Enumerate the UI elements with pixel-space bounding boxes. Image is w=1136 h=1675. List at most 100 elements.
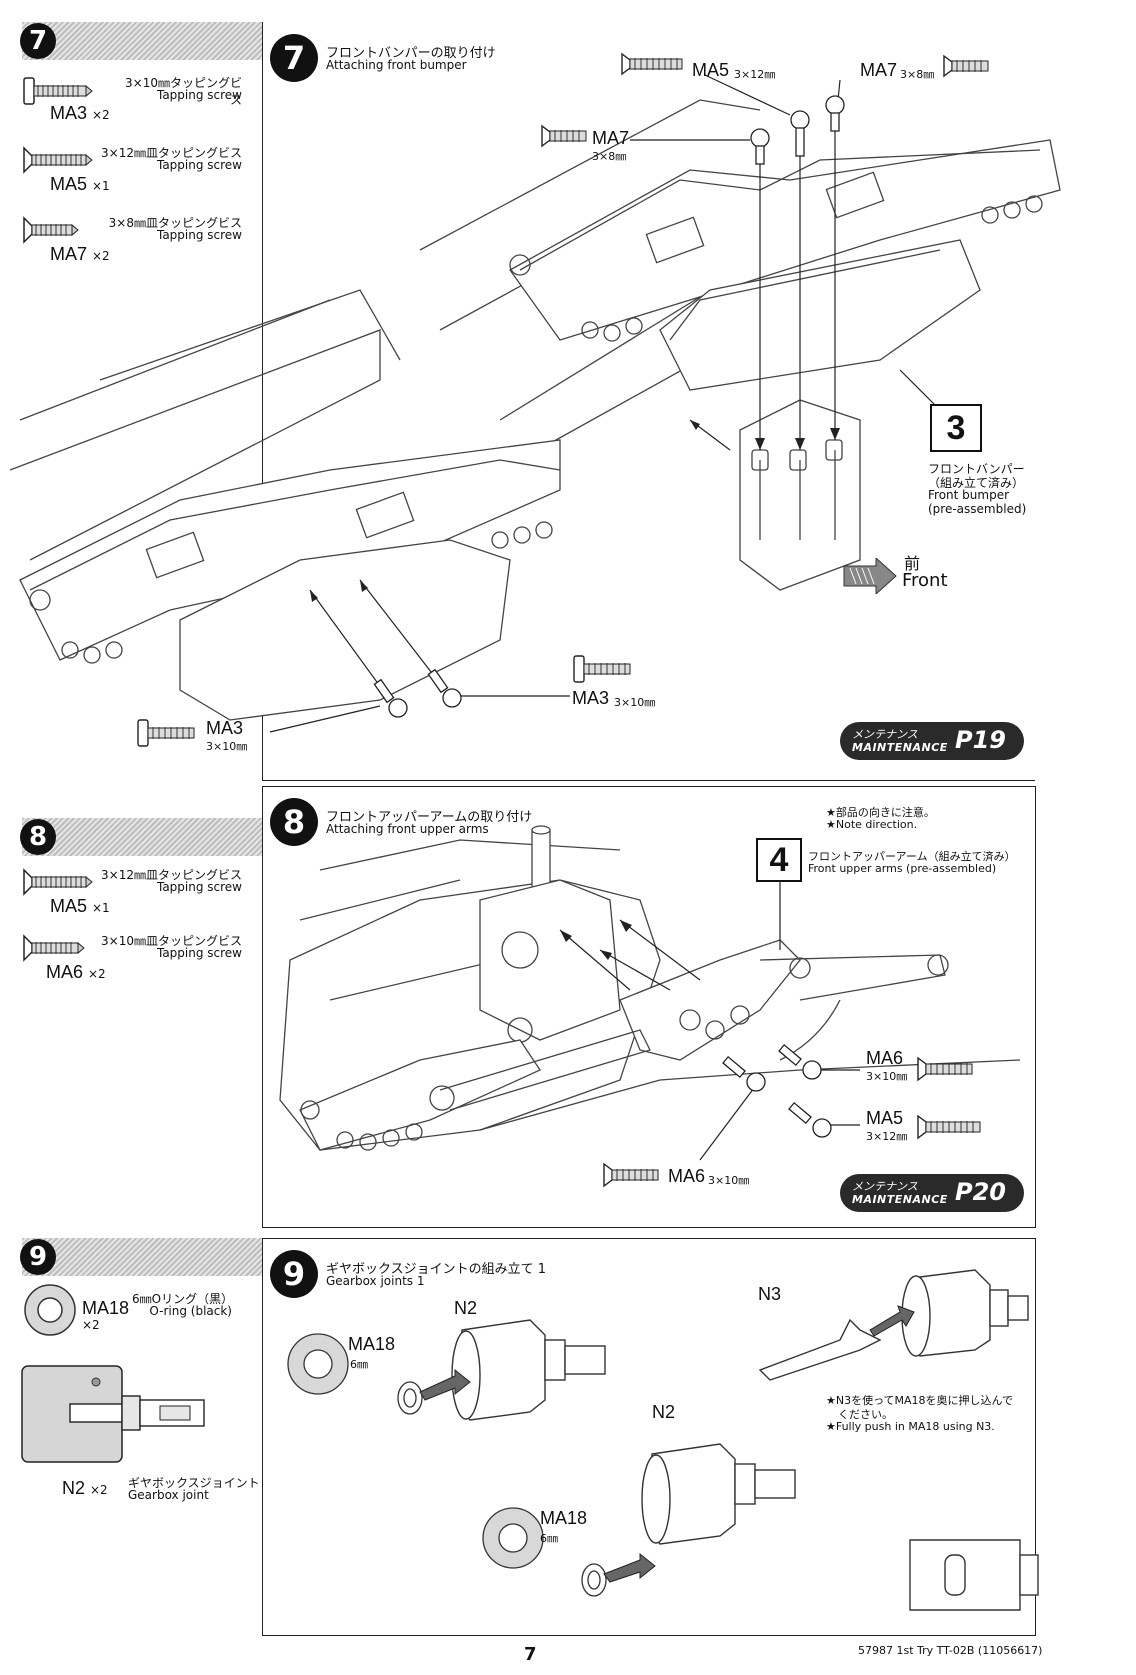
bumper-label-en: Front bumper [928, 488, 1010, 502]
screw-ma7-icon [23, 216, 79, 244]
part-qty-ma5: ×1 [92, 179, 110, 193]
step8-assembly-drawing [279, 825, 1021, 1161]
s8-ma6-screw-icon-1 [917, 1056, 973, 1082]
ma7-screw-icon-1 [943, 54, 989, 78]
part-size-ma7: 3×8㎜皿タッピングビス [108, 216, 242, 230]
s9-label-n2-bottom: N2 [652, 1402, 676, 1422]
maintenance-jp: メンテナンス [852, 728, 918, 741]
callout-ma7-size-1: 3×8㎜ [900, 68, 935, 81]
front-label-jp: 前 [904, 554, 921, 573]
s9-part-qty-ma18: ×2 [82, 1318, 100, 1332]
s9-part-code-ma18: MA18 [82, 1298, 130, 1318]
callout-ma3-size-1: 3×10㎜ [614, 696, 656, 709]
front-label-en: Front [902, 570, 948, 591]
gearbox-joint-icon [21, 1365, 205, 1463]
part-size-ma5: 3×12㎜皿タッピングビス [101, 146, 242, 160]
step8-title-jp: フロントアッパーアームの取り付け [326, 810, 533, 825]
part-desc-ma3: Tapping screw [156, 88, 242, 102]
part-code-ma5: MA5 [50, 174, 88, 194]
screw-ma3-icon [23, 77, 93, 105]
page-number: 7 [524, 1644, 537, 1665]
part-desc-ma7: Tapping screw [156, 228, 242, 242]
step8-header-bar [22, 818, 270, 856]
s9-note-jp1: ★N3を使ってMA18を奥に押し込んで [826, 1394, 1014, 1407]
maintenance-page-s8: P20 [955, 1178, 1006, 1206]
maintenance-page: P19 [955, 726, 1006, 754]
s9-part-size-n2: ギヤボックスジョイント [128, 1476, 260, 1490]
s8-part-code-ma6: MA6 [46, 962, 84, 982]
maintenance-p20-badge[interactable]: メンテナンス MAINTENANCE P20 [840, 1174, 1024, 1212]
s8-callout-ma6-size-1: 3×10㎜ [866, 1070, 908, 1083]
upper-arm-label-en: Front upper arms (pre-assembled) [808, 862, 997, 875]
part-size-ma3: 3×10㎜タッピングビス [125, 76, 242, 107]
s9-part-desc-ma18: O-ring (black) [149, 1304, 232, 1318]
oring-icon [24, 1284, 76, 1336]
maintenance-p19-badge[interactable]: メンテナンス MAINTENANCE P19 [840, 722, 1024, 760]
s8-part-code-ma5: MA5 [50, 896, 88, 916]
s9-label-6mm-2: 6㎜ [540, 1532, 558, 1545]
s9-note-en: ★Fully push in MA18 using N3. [826, 1420, 995, 1433]
screw-ma5-icon-s8 [23, 868, 93, 896]
s8-ma5-screw-icon [917, 1114, 981, 1140]
s8-ma6-screw-icon-2 [603, 1162, 659, 1188]
s8-part-desc-ma5: Tapping screw [156, 880, 242, 894]
maintenance-en-s8: MAINTENANCE [852, 1193, 948, 1206]
ma5-screw-icon [621, 52, 683, 76]
callout-ma3-code-2: MA3 [206, 718, 244, 738]
step7-title-en: Attaching front bumper [326, 58, 467, 72]
bumper-label-jp2: （組み立て済み） [928, 476, 1025, 490]
s9-part-desc-n2: Gearbox joint [128, 1488, 209, 1502]
part-number-3: 3 [930, 404, 982, 452]
bumper-label-jp: フロントバンパー [928, 462, 1025, 476]
step8-sidebar-number: 8 [20, 819, 56, 855]
s9-label-n2-top: N2 [454, 1298, 478, 1318]
step7-assembly-drawing [9, 74, 1061, 733]
screw-ma5-icon [23, 146, 93, 174]
step7-header-bar [22, 22, 270, 60]
s8-part-qty-ma5: ×1 [92, 901, 110, 915]
callout-ma7-code-1: MA7 [860, 60, 898, 80]
step7-title-jp: フロントバンパーの取り付け [326, 46, 496, 61]
s8-callout-ma6-code-1: MA6 [866, 1048, 904, 1068]
step8-title-en: Attaching front upper arms [326, 822, 489, 836]
step8-number: 8 [270, 798, 318, 846]
ma7-screw-icon-2 [541, 124, 587, 148]
s8-callout-ma6-code-2: MA6 [668, 1166, 706, 1186]
upper-arm-label-jp: フロントアッパーアーム（組み立て済み） [808, 850, 1016, 863]
step7-number: 7 [270, 34, 318, 82]
step9-number: 9 [270, 1250, 318, 1298]
step9-title-en: Gearbox joints 1 [326, 1274, 425, 1288]
screw-ma6-icon [23, 934, 85, 962]
maintenance-en: MAINTENANCE [852, 741, 948, 754]
s9-part-size-ma18: 6㎜Oリング（黒） [132, 1292, 234, 1306]
s8-part-desc-ma6: Tapping screw [156, 946, 242, 960]
s9-label-ma18-1: MA18 [348, 1334, 396, 1354]
part-desc-ma5: Tapping screw [156, 158, 242, 172]
part-number-4: 4 [756, 838, 802, 882]
callout-ma7-size-2: 3×8㎜ [592, 150, 627, 163]
part-code-ma3: MA3 [50, 103, 88, 123]
step9-sidebar-number: 9 [20, 1239, 56, 1275]
part-code-ma7: MA7 [50, 244, 88, 264]
s9-part-code-n2: N2 [62, 1478, 86, 1498]
part-qty-ma3: ×2 [92, 108, 110, 122]
s9-note-jp2: ください。 [838, 1408, 893, 1421]
step9-assembly-drawing [287, 1269, 1039, 1611]
s8-callout-ma5-code: MA5 [866, 1108, 904, 1128]
s9-label-ma18-2: MA18 [540, 1508, 588, 1528]
s9-label-n3: N3 [758, 1284, 782, 1304]
s8-part-qty-ma6: ×2 [88, 967, 106, 981]
maintenance-jp-s8: メンテナンス [852, 1180, 918, 1193]
callout-ma3-code-1: MA3 [572, 688, 610, 708]
ma3-screw-icon-2 [137, 719, 195, 747]
front-arrow-icon [843, 558, 897, 594]
callout-ma3-size-2: 3×10㎜ [206, 740, 248, 753]
bumper-label-en2: (pre-assembled) [928, 502, 1027, 516]
s9-part-qty-n2: ×2 [90, 1483, 108, 1497]
s9-label-6mm-1: 6㎜ [350, 1358, 368, 1371]
step9-title-jp: ギヤボックスジョイントの組み立て 1 [326, 1262, 547, 1277]
s8-callout-ma5-size: 3×12㎜ [866, 1130, 908, 1143]
callout-ma5-size: 3×12㎜ [734, 68, 776, 81]
step7-sidebar-number: 7 [20, 23, 56, 59]
step8-note-jp: ★部品の向きに注意。 [826, 806, 935, 819]
